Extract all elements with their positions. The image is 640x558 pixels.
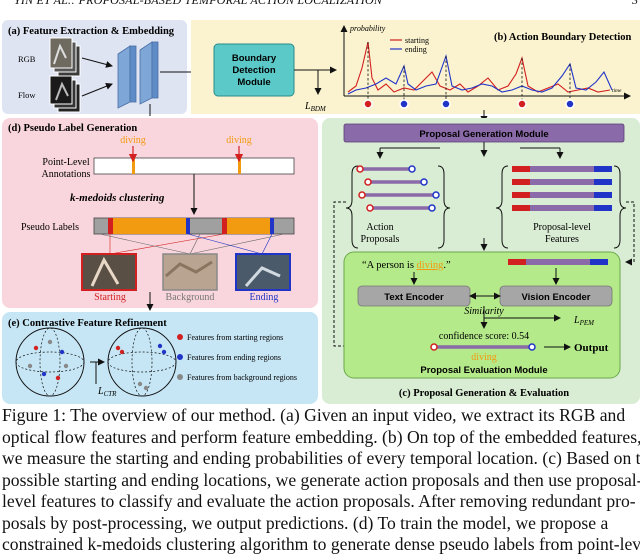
caption-line: possible starting and ending locations, … (2, 469, 640, 490)
diving-label-2: diving (226, 135, 252, 146)
caption-line: Figure 1: The overview of our method. (a… (2, 405, 626, 425)
proposal-features (495, 165, 627, 249)
panel-a: (a) Feature Extraction & Embedding RGB F… (2, 20, 211, 114)
caption-line: posals by post-processing, we output pre… (2, 512, 609, 533)
legend-start: starting (405, 36, 429, 45)
caption-line: level features to classify and evaluate … (2, 491, 636, 511)
caption-line: optical flow features and perform featur… (2, 426, 640, 447)
point-annotation-track (93, 157, 295, 175)
panel-e-title: (e) Contrastive Feature Refinement (8, 318, 167, 329)
action-proposals (345, 165, 451, 249)
features-label-1: Proposal-level (533, 222, 591, 233)
panel-c-title: (c) Proposal Generation & Evaluation (399, 388, 569, 399)
ending-thumbnail (235, 253, 291, 291)
pseudo-labels-label: Pseudo Labels (21, 222, 79, 233)
bdm-line2: Detection (232, 65, 275, 76)
text-prompt: “A person is diving.” (362, 260, 451, 271)
starting-label: Starting (94, 292, 126, 303)
embedding-blocks (117, 41, 159, 109)
legend-background-regions: Features from background regions (187, 373, 297, 382)
rgb-frames (49, 37, 81, 77)
bdm-loss: LBDM (304, 101, 327, 113)
sphere-after (107, 327, 177, 397)
sphere-before (15, 327, 85, 397)
figure-caption: Figure 1: The overview of our method. (a… (2, 405, 640, 556)
boundary-markers (363, 99, 575, 109)
features-label-2: Features (545, 234, 579, 245)
starting-thumbnail (81, 253, 137, 291)
ending-probability-line (347, 53, 613, 95)
panel-b-title: (b) Action Boundary Detection (494, 32, 632, 43)
plot-ylabel: probability (349, 24, 386, 33)
bdm-line3: Module (237, 77, 270, 88)
panel-a-title: (a) Feature Extraction & Embedding (8, 26, 175, 37)
action-proposals-label-1: Action (366, 222, 393, 233)
bdm-line1: Boundary (232, 53, 277, 64)
point-label-2: Annotations (42, 169, 91, 180)
panel-c: Proposal Generation Module Action Propos… (322, 118, 640, 404)
rgb-label: RGB (18, 54, 36, 64)
pseudo-label-track (93, 217, 295, 235)
pgm-label: Proposal Generation Module (419, 129, 548, 140)
flow-label: Flow (18, 90, 36, 100)
running-header: YIN ET AL.: PROPOSAL-BASED TEMPORAL ACTI… (0, 0, 640, 7)
plot-xlabel: time (612, 88, 622, 94)
vision-encoder-label: Vision Encoder (522, 292, 591, 303)
output-label: Output (574, 342, 609, 354)
legend-starting-regions: Features from starting regions (187, 333, 283, 342)
background-label: Background (166, 292, 215, 303)
caption-line: constrained k-medoids clustering algorit… (2, 534, 640, 554)
pem-label: Proposal Evaluation Module (420, 365, 547, 376)
proposal-evaluation-module: “A person is diving.” Text Encoder Visio… (343, 251, 621, 379)
caption-line: we measure the starting and ending proba… (2, 448, 640, 468)
page-number: 3 (632, 0, 638, 7)
legend-end: ending (405, 45, 427, 54)
panel-d: (d) Pseudo Label Generation Point-Level … (2, 118, 318, 308)
ending-label: Ending (250, 292, 279, 303)
confidence-score: confidence score: 0.54 (439, 331, 529, 342)
point-label-1: Point-Level (42, 157, 89, 168)
overview-figure: (a) Feature Extraction & Embedding RGB F… (2, 20, 640, 404)
ctr-loss: LCTR (97, 386, 117, 398)
output-diving-label: diving (471, 352, 497, 363)
pem-loss: LPEM (573, 315, 595, 327)
header-title: YIN ET AL.: PROPOSAL-BASED TEMPORAL ACTI… (14, 0, 383, 7)
panel-d-title: (d) Pseudo Label Generation (8, 123, 137, 134)
starting-probability-line (347, 41, 611, 93)
flow-frames (49, 75, 81, 113)
text-encoder-label: Text Encoder (384, 292, 444, 303)
action-proposals-label-2: Proposals (361, 234, 400, 245)
panel-e: (e) Contrastive Feature Refinement LCTR … (2, 312, 318, 404)
legend-ending-regions: Features from ending regions (187, 353, 281, 362)
panel-b: (b) Action Boundary Detection Boundary D… (191, 20, 640, 114)
clustering-label: k-medoids clustering (70, 192, 165, 204)
diving-label-1: diving (120, 135, 146, 146)
